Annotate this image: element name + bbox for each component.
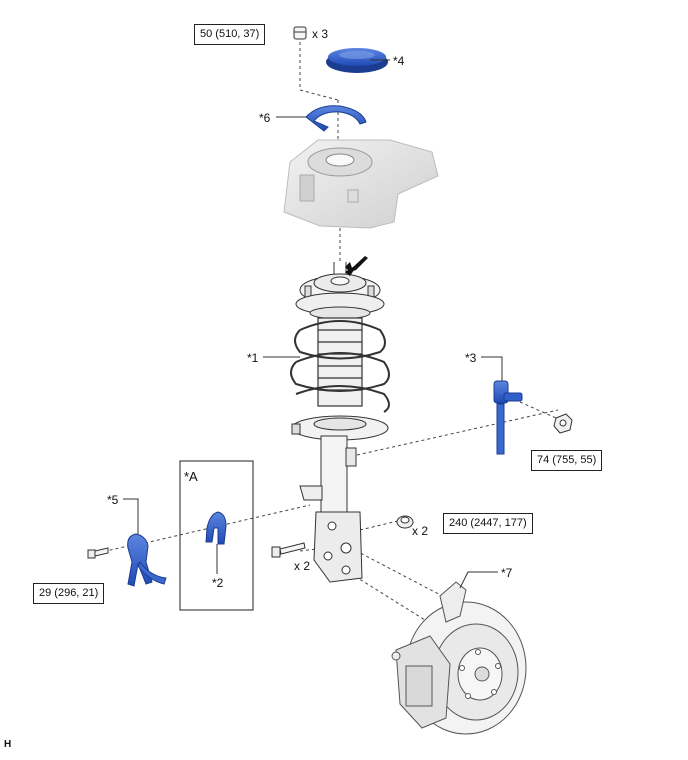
top-nut-part xyxy=(293,26,307,40)
coil-spring xyxy=(290,317,390,413)
corner-mark: H xyxy=(4,739,12,750)
callout-2: *2 xyxy=(212,576,224,590)
callout-3: *3 xyxy=(465,351,477,365)
qty-knuckle-bolt: x 2 xyxy=(294,559,311,573)
dashed-guide-lines xyxy=(97,42,559,621)
upper-support-cap xyxy=(326,48,388,73)
retaining-ring xyxy=(305,105,367,132)
qty-knuckle-nut: x 2 xyxy=(412,524,429,538)
callout-7: *7 xyxy=(501,566,513,580)
callout-A: *A xyxy=(184,469,198,484)
strut-tower-body xyxy=(283,139,439,229)
torque-clamp-bolt: 29 (296, 21) xyxy=(33,583,105,605)
callout-6: *6 xyxy=(259,111,271,125)
leader-lines xyxy=(123,59,503,589)
clamp-bolt-part xyxy=(87,547,109,559)
callout-4: *4 xyxy=(393,54,405,68)
detail-clamp-part xyxy=(205,511,227,545)
link-nut-part xyxy=(553,413,573,434)
callout-5: *5 xyxy=(107,493,119,507)
brake-hub-assembly xyxy=(391,581,527,735)
strut-upper-mount xyxy=(295,262,385,320)
detail-view-frame xyxy=(179,460,254,611)
torque-link-nut: 74 (755, 55) xyxy=(531,450,603,472)
torque-top-nut: 50 (510, 37) xyxy=(194,24,266,46)
knuckle-nut-part xyxy=(396,515,414,529)
direction-arrow xyxy=(345,256,368,276)
qty-top-nut: x 3 xyxy=(312,27,329,41)
torque-knuckle-nut: 240 (2447, 177) xyxy=(443,513,533,535)
stabilizer-link-part xyxy=(493,380,523,455)
harness-clamp-part xyxy=(127,533,167,587)
strut-cylinder xyxy=(299,435,363,583)
callout-1: *1 xyxy=(247,351,259,365)
knuckle-bolt-part xyxy=(271,542,306,558)
lower-spring-seat xyxy=(291,415,389,441)
